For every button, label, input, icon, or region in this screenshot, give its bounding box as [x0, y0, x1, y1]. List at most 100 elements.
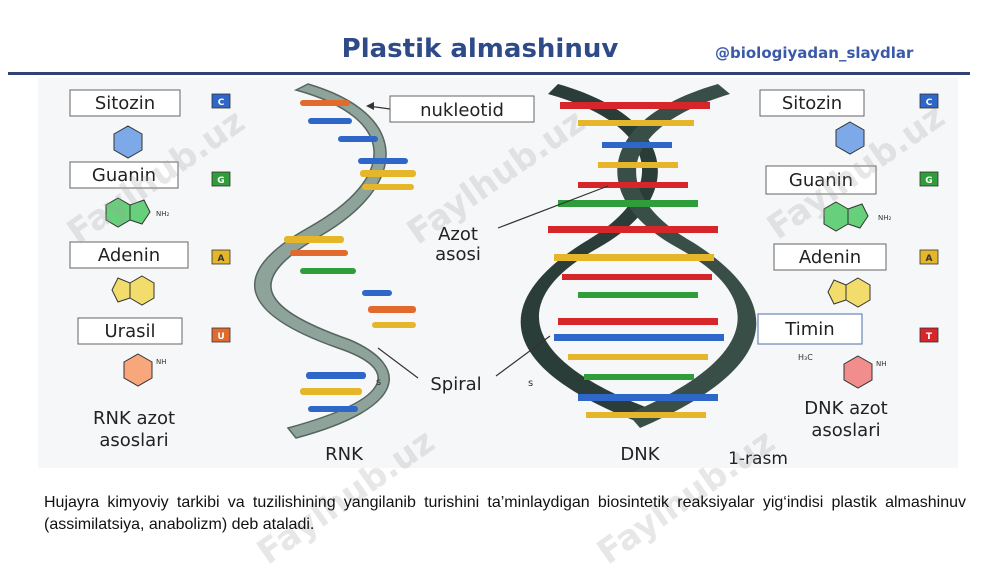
dnk-timin-label: Timin	[784, 319, 834, 340]
rnk-c-badge	[211, 93, 231, 109]
uracil-nh-label: NH	[156, 358, 167, 366]
spiral-pointer-left	[377, 347, 419, 379]
thymine-h3c-label: H₃C	[798, 353, 813, 362]
rnk-u-letter: U	[217, 332, 224, 342]
rnk-base-bar	[300, 100, 350, 106]
dnk-guanine-ring2-icon	[847, 203, 869, 229]
rnk-base-bar	[358, 158, 408, 164]
dnk-base-pair	[558, 318, 718, 325]
adenin-label-box	[69, 241, 189, 269]
rnk-base-bar	[362, 184, 414, 190]
dnk-base-pair	[554, 334, 724, 341]
dnk-s-label: s	[528, 378, 533, 389]
dnk-base-pair	[562, 274, 712, 280]
cytosine-molecule-icon	[113, 125, 143, 159]
rnk-base-bar	[372, 322, 416, 328]
dnk-base-pair	[602, 142, 672, 148]
dnk-adenin-box	[773, 243, 887, 271]
dnk-adenin-label: Adenin	[799, 247, 861, 268]
figure-number: 1-rasm	[728, 449, 788, 468]
dnk-c-letter: C	[926, 98, 933, 108]
rnk-base-bar	[308, 406, 358, 412]
definition-text: Hujayra kimyoviy tarkibi va tuzilishinin…	[44, 494, 966, 533]
rnk-base-bar	[306, 372, 366, 379]
spiral-label: Spiral	[430, 374, 481, 395]
dnk-sitozin-box	[759, 89, 865, 117]
title-divider	[8, 72, 970, 75]
spiral-pointer-right	[495, 335, 551, 377]
rnk-g-badge	[211, 171, 231, 187]
azot-label-line2: asosi	[435, 244, 481, 265]
dnk-caption-line2: asoslari	[811, 420, 880, 441]
urasil-label-box	[77, 317, 183, 345]
rnk-u-badge	[211, 327, 231, 343]
rnk-helix: s	[253, 83, 416, 439]
dnk-t-badge	[919, 327, 939, 343]
rnk-base-bar	[360, 170, 416, 177]
figure-panel: Sitozin C Guanin G NH₂ Adenin A Urasil U…	[38, 78, 958, 469]
dnk-t-letter: T	[926, 332, 933, 342]
timin-label-box	[757, 313, 863, 345]
dnk-base-pair	[568, 354, 708, 360]
dnk-guanine-nh2-label: NH₂	[878, 214, 892, 222]
rnk-sitozin-label: Sitozin	[95, 93, 155, 114]
dnk-bases-panel: Sitozin C Guanin G NH₂ Adenin A Timin T …	[757, 89, 939, 441]
rnk-caption-line1: RNK azot	[93, 408, 175, 429]
dnk-helix: s	[520, 84, 757, 428]
dnk-base-pair	[558, 200, 698, 207]
nukleotid-arrowhead-icon	[366, 102, 374, 110]
dnk-g-letter: G	[925, 176, 932, 186]
dnk-sitozin-label: Sitozin	[782, 93, 842, 114]
rnk-backbone-strand	[253, 83, 390, 439]
thymine-molecule-icon	[843, 355, 873, 389]
dnk-a-letter: A	[926, 254, 933, 264]
rnk-a-badge	[211, 249, 231, 265]
guanin-label-box	[69, 161, 179, 189]
dnk-adenine-icon	[845, 277, 871, 308]
dnk-a-badge	[919, 249, 939, 265]
adenine-ring2-icon	[111, 277, 131, 303]
dnk-guanine-icon	[823, 201, 849, 232]
dnk-cytosine-icon	[835, 121, 865, 155]
rnk-a-letter: A	[218, 254, 225, 264]
nukleotid-label: nukleotid	[420, 100, 504, 121]
rnk-base-bar	[338, 136, 378, 142]
dnk-adenine-ring2-icon	[827, 279, 847, 305]
dnk-base-pair	[578, 182, 688, 188]
dnk-base-pair	[584, 374, 694, 380]
adenine-ring-icon	[129, 275, 155, 306]
azot-label-line1: Azot	[438, 224, 478, 245]
rnk-g-letter: G	[217, 176, 224, 186]
sitozin-label-box	[69, 89, 181, 117]
page-title: Plastik almashinuv	[341, 34, 619, 64]
rnk-base-bar	[308, 118, 352, 124]
dnk-base-pair	[548, 226, 718, 233]
dnk-guanin-box	[765, 165, 877, 195]
rnk-caption-line2: asoslari	[99, 430, 168, 451]
dnk-base-pair	[598, 162, 678, 168]
dnk-caption-line1: DNK azot	[804, 398, 887, 419]
rnk-base-bar	[368, 306, 416, 313]
dnk-base-pair	[554, 254, 714, 261]
rnk-base-bar	[300, 388, 362, 395]
rnk-bases-panel: Sitozin C Guanin G NH₂ Adenin A Urasil U…	[69, 89, 231, 451]
guanine-nh2-label: NH₂	[156, 210, 170, 218]
rnk-adenin-label: Adenin	[98, 245, 160, 266]
dnk-base-pair	[578, 120, 694, 126]
nukleotid-label-box	[389, 95, 535, 123]
dnk-base-pair	[560, 102, 710, 109]
guanine-ring2-icon	[129, 199, 151, 225]
rnk-label: RNK	[325, 444, 364, 465]
rnk-c-letter: C	[218, 98, 225, 108]
rnk-urasil-label: Urasil	[105, 321, 156, 342]
dnk-backbone-strand-1	[520, 84, 658, 422]
azot-pointer	[497, 185, 609, 229]
rnk-guanin-label: Guanin	[92, 165, 156, 186]
rnk-base-bar	[300, 268, 356, 274]
thymine-nh-label: NH	[876, 360, 887, 368]
uracil-molecule-icon	[123, 353, 153, 387]
dnk-guanin-label: Guanin	[789, 170, 853, 191]
dnk-g-badge	[919, 171, 939, 187]
dnk-c-badge	[919, 93, 939, 109]
dnk-base-pair	[578, 292, 698, 298]
